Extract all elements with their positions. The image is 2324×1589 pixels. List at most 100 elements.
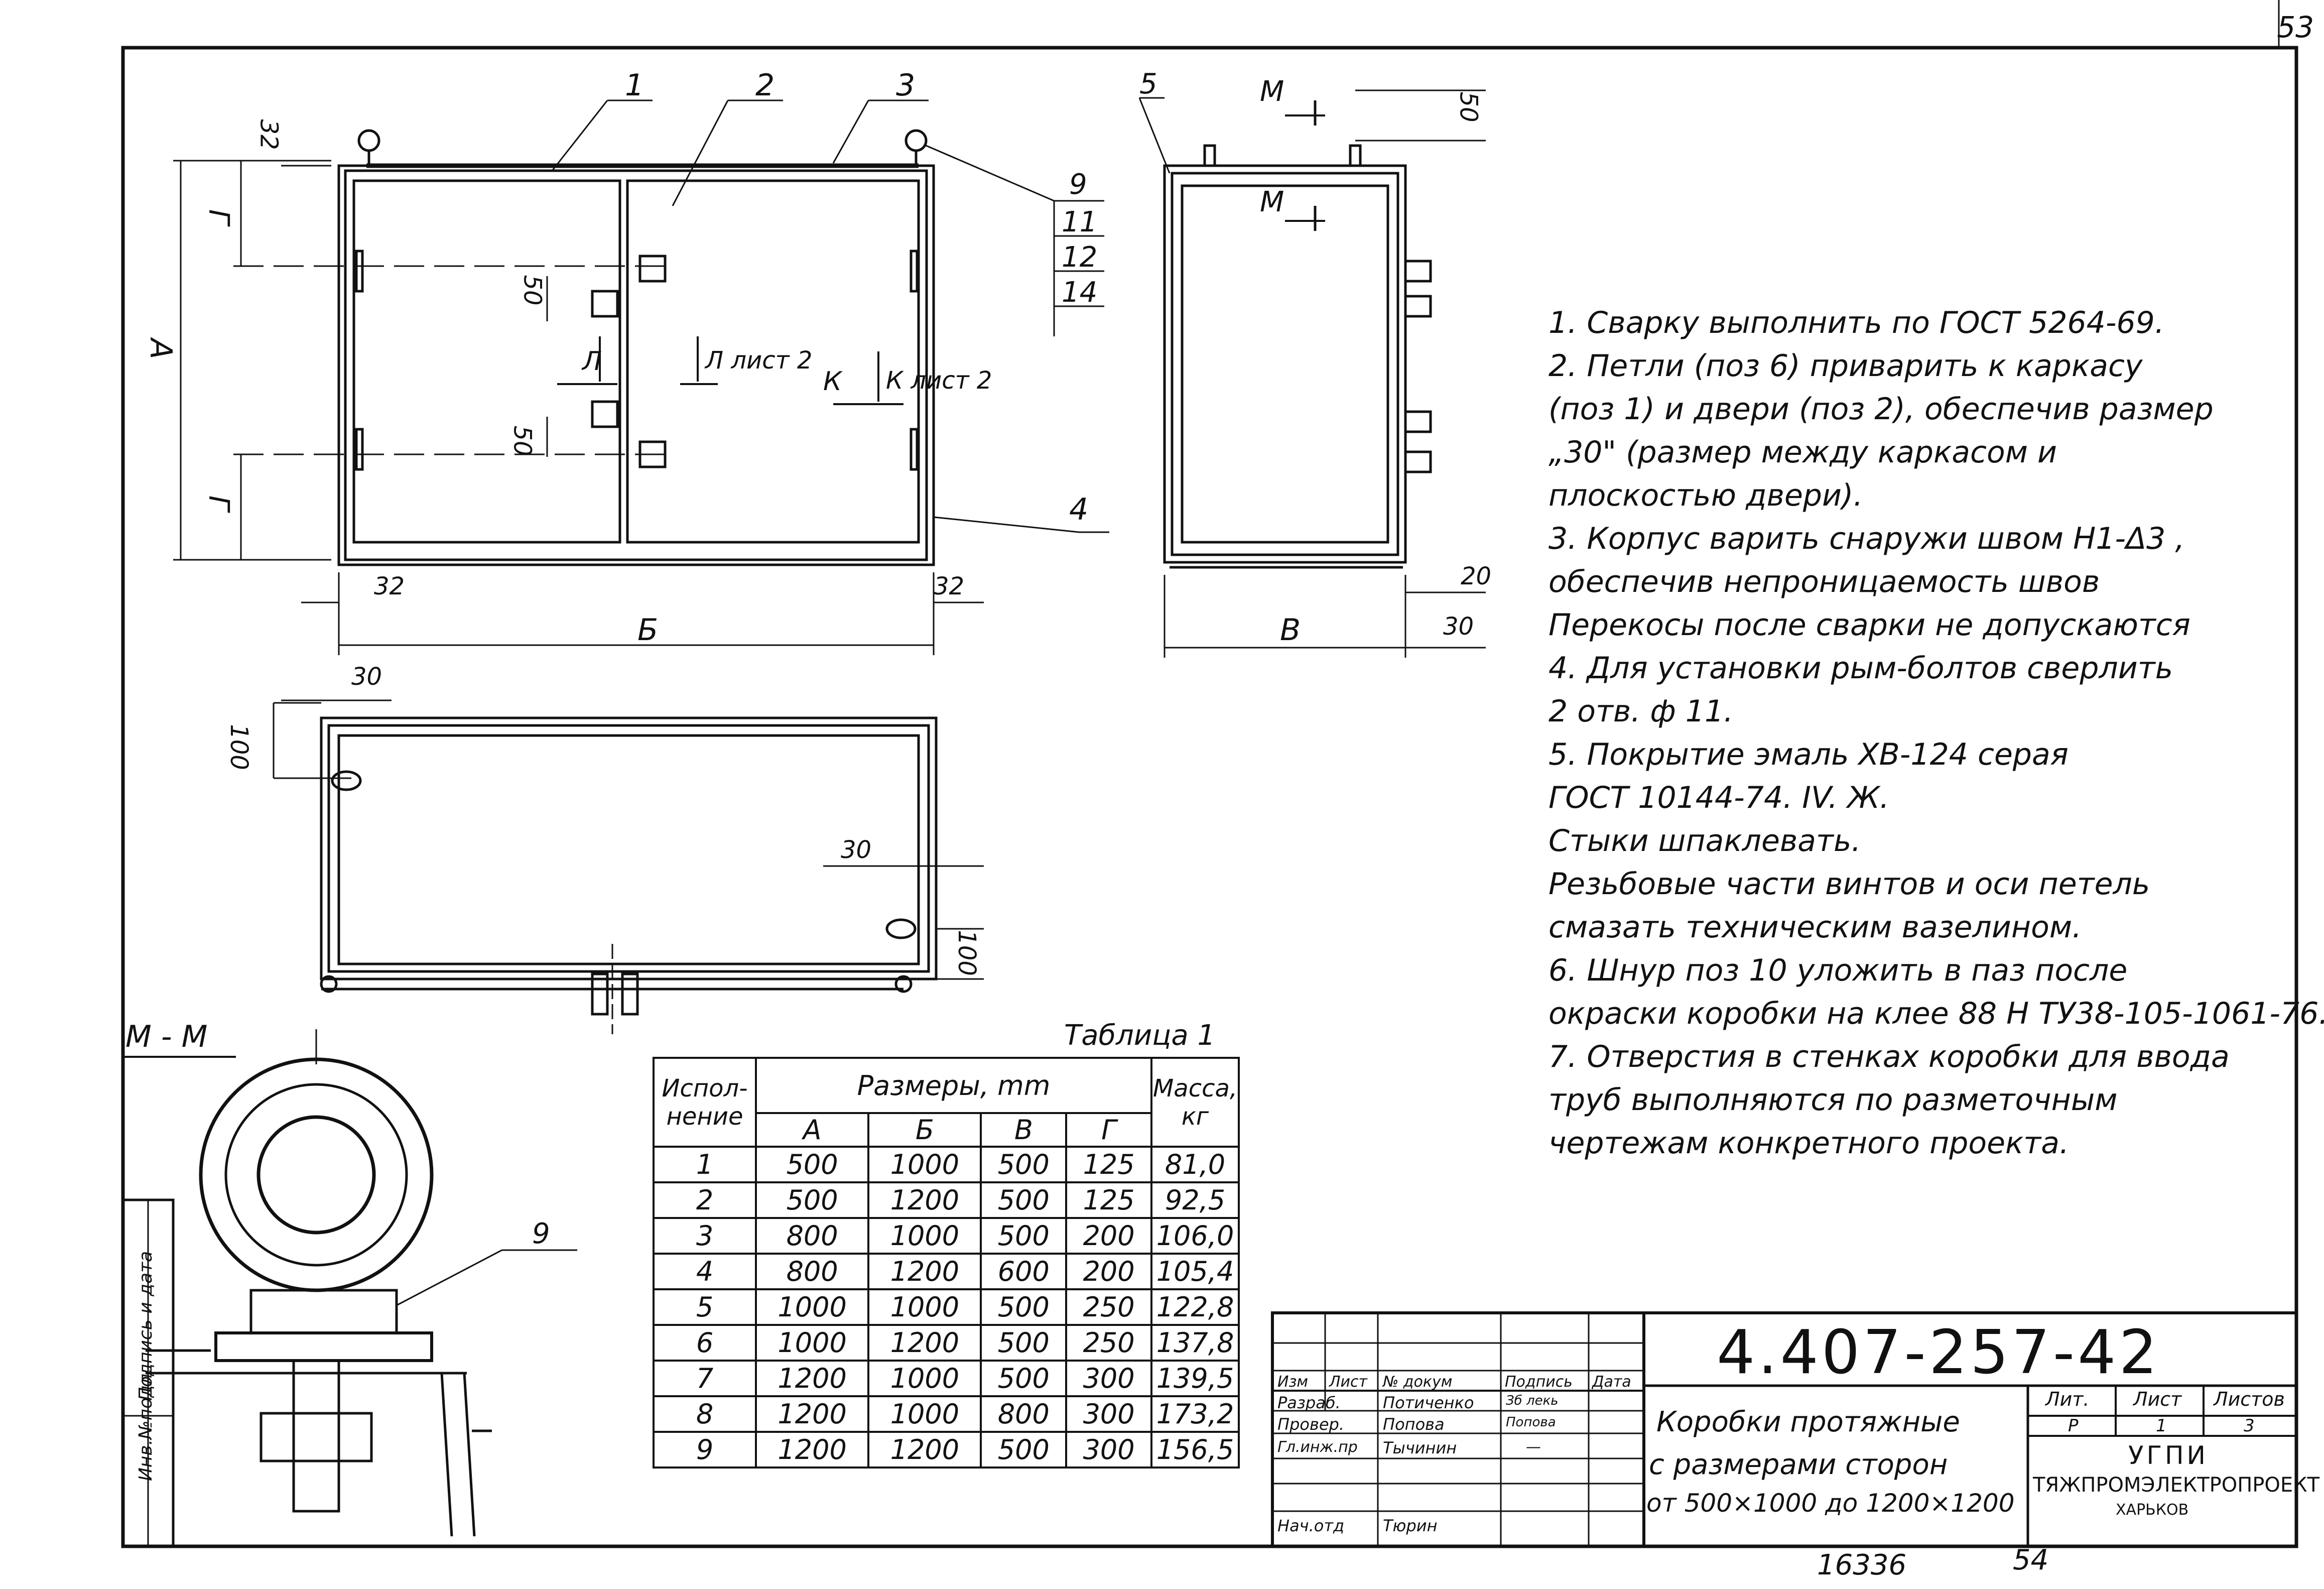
section-l-left: Л	[582, 346, 602, 377]
dim-30-side: 30	[1443, 613, 1474, 641]
pos-3-label: 3	[896, 68, 916, 103]
section-k-right: К лист 2	[886, 366, 992, 395]
tb-sheet-value: 1	[2156, 1416, 2167, 1436]
dim-g-bottom: Г	[202, 495, 235, 512]
table-cell-size: 500	[980, 1181, 1068, 1219]
tb-title-line2: с размерами сторон	[1649, 1448, 1948, 1481]
pos-9-label: 9	[1069, 168, 1087, 201]
note-line: Резьбовые части винтов и оси петель	[1548, 867, 2150, 902]
note-line: окраски коробки на клее 88 Н ТУ38-105-10…	[1548, 996, 2324, 1031]
table-cell-execution: 3	[653, 1217, 757, 1255]
table-subheader: А	[754, 1112, 870, 1148]
table-cell-size: 1200	[867, 1253, 982, 1290]
tb-role: Провер.	[1277, 1415, 1344, 1434]
table-header-execution: Испол-нение	[653, 1057, 757, 1148]
dim-20: 20	[1461, 562, 1492, 590]
table-cell-mass: 106,0	[1150, 1217, 1240, 1255]
tb-role: Разраб.	[1277, 1393, 1341, 1412]
pos-14-label: 14	[1062, 276, 1098, 309]
dim-32-top: 32	[254, 119, 283, 150]
tb-sign: —	[1526, 1438, 1541, 1456]
tb-lit-label: Лит.	[2045, 1388, 2090, 1410]
table-cell-size: 250	[1065, 1324, 1152, 1362]
table-cell-size: 500	[980, 1431, 1068, 1469]
section-mm-title: М - М	[125, 1019, 208, 1054]
tb-org-2: ТЯЖПРОМЭЛЕКТРОПРОЕКТ	[2033, 1474, 2320, 1497]
table-subheader: В	[980, 1112, 1068, 1148]
table-cell-size: 250	[1065, 1288, 1152, 1326]
tb-header-list: Лист	[1329, 1373, 1368, 1391]
tb-header-doc: № докум	[1383, 1373, 1453, 1391]
table-cell-size: 1200	[754, 1360, 870, 1397]
dim-50-upper: 50	[518, 275, 547, 306]
tb-name: Попова	[1383, 1415, 1445, 1434]
pos-11-label: 11	[1062, 206, 1098, 238]
note-line: Стыки шпаклевать.	[1548, 823, 1861, 859]
pos-5-label: 5	[1139, 68, 1157, 100]
note-line: 2 отв. ф 11.	[1548, 694, 1734, 729]
table-cell-size: 1000	[867, 1146, 982, 1183]
page-number: 53	[2277, 10, 2314, 44]
table-cell-size: 1200	[754, 1431, 870, 1469]
bottom-number-1: 16336	[1817, 1549, 1907, 1581]
table-cell-size: 1000	[867, 1288, 982, 1326]
table-cell-execution: 4	[653, 1253, 757, 1290]
table-cell-execution: 1	[653, 1146, 757, 1183]
table-subheader: Б	[867, 1112, 982, 1148]
table-cell-size: 1000	[754, 1324, 870, 1362]
tb-sheet-label: Лист	[2133, 1388, 2182, 1410]
table-cell-size: 1200	[867, 1324, 982, 1362]
table-header-sizes: Размеры, mm	[755, 1057, 1152, 1114]
note-line: 7. Отверстия в стенках коробки для ввода	[1548, 1039, 2230, 1074]
note-line: 4. Для установки рым-болтов сверлить	[1548, 651, 2173, 686]
pos-1-label: 1	[625, 68, 644, 103]
table-cell-execution: 2	[653, 1181, 757, 1219]
note-line: Перекосы после сварки не допускаются	[1548, 607, 2190, 643]
table-cell-mass: 137,8	[1150, 1324, 1240, 1362]
note-line: 6. Шнур поз 10 уложить в паз после	[1548, 953, 2128, 988]
table-cell-size: 800	[754, 1253, 870, 1290]
table-subheader: Г	[1065, 1112, 1152, 1148]
tb-title-line3: от 500×1000 до 1200×1200	[1646, 1489, 2015, 1518]
tb-sheets-value: 3	[2244, 1416, 2255, 1436]
table-cell-size: 300	[1065, 1360, 1152, 1397]
table-cell-size: 600	[980, 1253, 1068, 1290]
table-cell-size: 1200	[867, 1431, 982, 1469]
table-cell-size: 1200	[867, 1181, 982, 1219]
dim-a: А	[143, 338, 179, 359]
table-cell-size: 1000	[867, 1395, 982, 1433]
tb-header-date: Дата	[1592, 1373, 1631, 1391]
tb-org-3: ХАРЬКОВ	[2116, 1501, 2189, 1519]
section-l-right: Л лист 2	[705, 346, 813, 375]
dim-30-plan-top: 30	[351, 663, 382, 691]
table-cell-mass: 92,5	[1150, 1181, 1240, 1219]
note-line: труб выполняются по разметочным	[1548, 1082, 2118, 1118]
tb-header-sign: Подпись	[1505, 1373, 1573, 1391]
table-cell-execution: 7	[653, 1360, 757, 1397]
note-line: плоскостью двери).	[1548, 478, 1863, 513]
table-cell-mass: 173,2	[1150, 1395, 1240, 1433]
tb-name: Тюрин	[1383, 1516, 1438, 1535]
table-cell-size: 500	[980, 1324, 1068, 1362]
table-cell-size: 1200	[754, 1395, 870, 1433]
table-cell-mass: 122,8	[1150, 1288, 1240, 1326]
table-cell-size: 200	[1065, 1217, 1152, 1255]
table-cell-size: 1000	[867, 1360, 982, 1397]
note-line: обеспечив непроницаемость швов	[1548, 564, 2100, 599]
table-cell-size: 500	[980, 1217, 1068, 1255]
tb-role: Гл.инж.пр	[1277, 1438, 1358, 1456]
dim-100-plan-left: 100	[224, 724, 253, 770]
table-cell-execution: 9	[653, 1431, 757, 1469]
tb-org-1: УГПИ	[2128, 1441, 2209, 1470]
note-line: смазать техническим вазелином.	[1548, 910, 2082, 945]
tb-header-izm: Изм	[1277, 1373, 1309, 1391]
note-line: (поз 1) и двери (поз 2), обеспечив разме…	[1548, 392, 2214, 427]
tb-name: Потиченко	[1383, 1393, 1474, 1412]
table-header-mass: Масса, кг	[1150, 1057, 1240, 1148]
table-cell-execution: 5	[653, 1288, 757, 1326]
